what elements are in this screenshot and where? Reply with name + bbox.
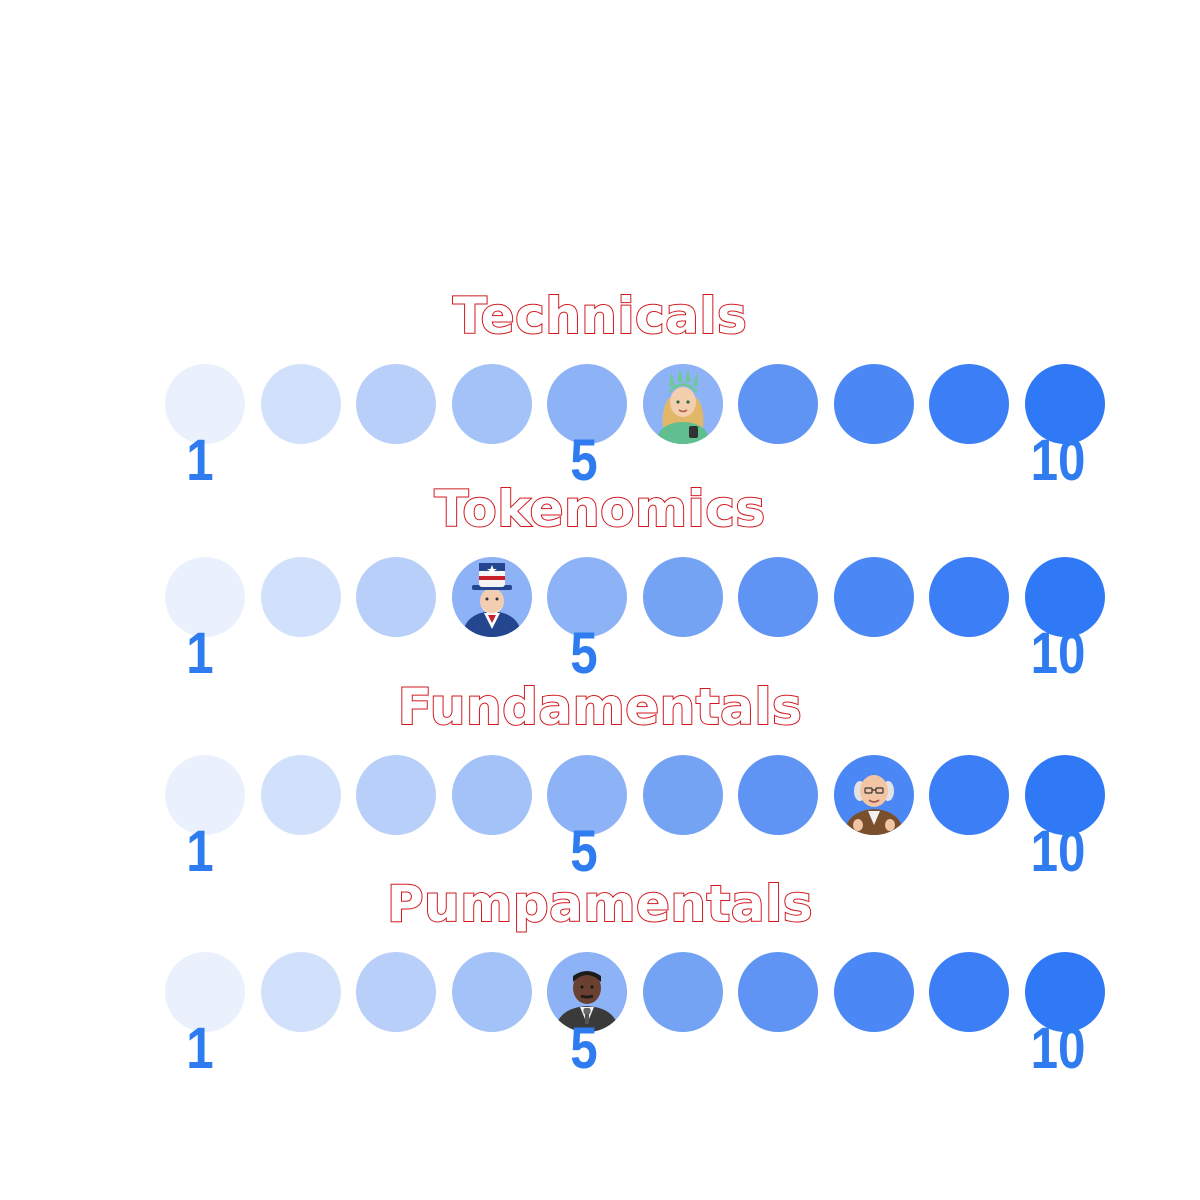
rating-dot-9	[929, 755, 1009, 835]
scale-label-low: 1	[186, 1016, 214, 1081]
benjamin-franklin-avatar	[833, 755, 914, 835]
rating-dot-10	[1024, 755, 1105, 835]
scale-label-mid: 5	[570, 819, 598, 884]
rating-dot-4	[451, 952, 532, 1032]
rating-dot-3	[356, 364, 436, 444]
rating-dot-4	[451, 364, 532, 444]
rating-dot-2	[260, 952, 341, 1032]
scale-label-mid: 5	[570, 1016, 598, 1081]
statue-of-liberty-avatar	[642, 364, 723, 444]
rating-dot-7	[738, 364, 818, 444]
rating-dot-10	[1024, 364, 1105, 444]
scale-label-mid: 5	[570, 428, 598, 493]
rating-dot-7	[738, 952, 818, 1032]
rating-dots	[0, 557, 1200, 639]
rating-dot-5	[547, 364, 627, 444]
martin-luther-king-avatar	[547, 952, 627, 1032]
rating-dot-8	[833, 952, 914, 1032]
rating-dots	[0, 755, 1200, 837]
scale-title: Fundamentals	[397, 677, 803, 737]
rating-scale-tokenomics: Tokenomics 1 5 10	[0, 479, 1200, 690]
scale-label-high: 10	[1030, 428, 1086, 493]
rating-scale-technicals: Technicals 1 5 10	[0, 286, 1200, 497]
scale-label-low: 1	[186, 428, 214, 493]
rating-dots	[0, 952, 1200, 1034]
rating-dot-6	[642, 557, 723, 637]
rating-dot-1	[165, 557, 245, 637]
rating-dot-3	[356, 952, 436, 1032]
rating-dot-9	[929, 952, 1009, 1032]
rating-dot-6	[642, 755, 723, 835]
rating-dot-9	[929, 364, 1009, 444]
scale-label-high: 10	[1030, 621, 1086, 686]
rating-dots	[0, 364, 1200, 446]
rating-dot-7	[738, 755, 818, 835]
scale-label-high: 10	[1030, 1016, 1086, 1081]
rating-dot-4	[451, 755, 532, 835]
scale-label-high: 10	[1030, 819, 1086, 884]
rating-dot-8	[833, 557, 914, 637]
rating-dot-6	[642, 952, 723, 1032]
rating-dot-2	[260, 755, 341, 835]
rating-dot-7	[738, 557, 818, 637]
uncle-sam-avatar	[451, 557, 532, 637]
rating-dot-8	[833, 364, 914, 444]
rating-scale-pumpamentals: Pumpamentals 1 5 10	[0, 874, 1200, 1085]
rating-dot-1	[165, 755, 245, 835]
rating-dot-5	[547, 557, 627, 637]
rating-dot-5	[547, 755, 627, 835]
rating-dot-2	[260, 557, 341, 637]
scale-title: Pumpamentals	[386, 874, 814, 934]
rating-scale-fundamentals: Fundamentals 1 5 10	[0, 677, 1200, 888]
rating-dot-3	[356, 557, 436, 637]
rating-dot-9	[929, 557, 1009, 637]
scale-label-mid: 5	[570, 621, 598, 686]
rating-dot-1	[165, 364, 245, 444]
rating-dot-2	[260, 364, 341, 444]
scale-label-low: 1	[186, 621, 214, 686]
rating-dot-10	[1024, 557, 1105, 637]
scale-title: Tokenomics	[433, 479, 766, 539]
rating-dot-1	[165, 952, 245, 1032]
scale-label-low: 1	[186, 819, 214, 884]
rating-dot-3	[356, 755, 436, 835]
rating-dot-10	[1024, 952, 1105, 1032]
scale-title: Technicals	[452, 286, 748, 346]
